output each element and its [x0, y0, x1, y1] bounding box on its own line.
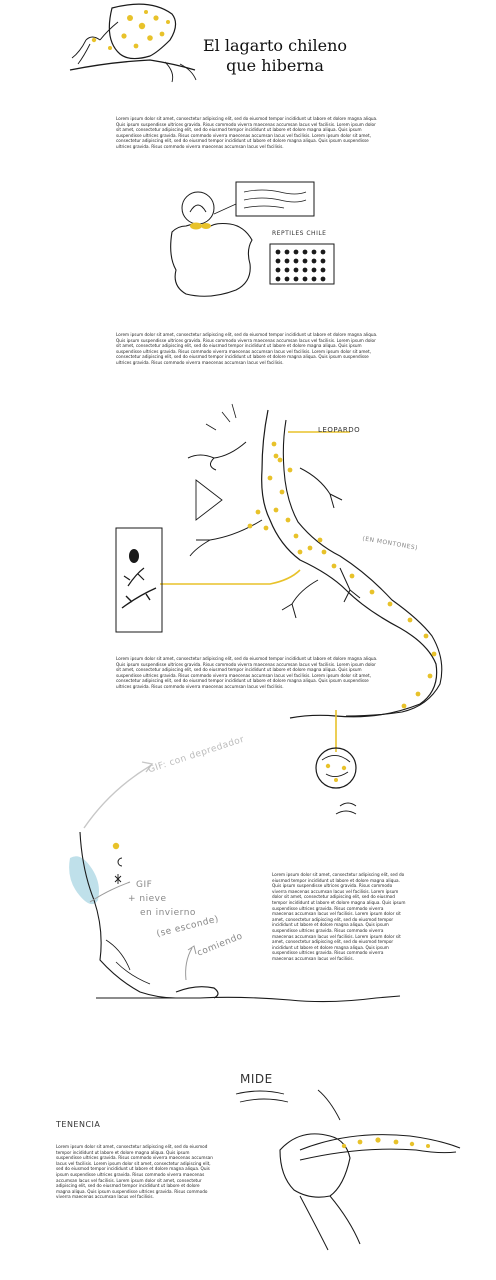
adult-lizard-icon: [121, 587, 157, 609]
lizard-spot: [401, 703, 407, 709]
reptile-dot: [293, 249, 299, 255]
lizard-spot: [387, 601, 393, 607]
invierno-label: en invierno: [140, 908, 196, 918]
lizard-spot: [293, 533, 299, 539]
reptiles-chile-label: REPTILES CHILE: [272, 230, 327, 237]
reptile-dot: [302, 249, 308, 255]
lizard-spots: [247, 441, 437, 709]
lizard-spot: [285, 517, 291, 523]
photo-frame: [115, 527, 163, 633]
sun-icon: [112, 842, 120, 850]
measuring-hand-illustration: [235, 1089, 461, 1251]
lizard-spot: [277, 457, 283, 463]
chile-map-illustration: [170, 181, 335, 297]
third-paragraph: Lorem ipsum dolor sit amet, consectetur …: [116, 656, 378, 689]
reptile-dot: [320, 267, 326, 273]
lizard-spot: [423, 633, 429, 639]
reptile-dot: [293, 258, 299, 264]
tenencia-label: TENENCIA: [56, 1120, 101, 1129]
nieve-label: + nieve: [128, 894, 167, 904]
lizard-spot: [267, 475, 273, 481]
reptile-dot: [284, 249, 290, 255]
lizard-spot: [273, 507, 279, 513]
hibernation-illustration: [69, 761, 401, 1003]
reptile-dot: [302, 267, 308, 273]
reptile-grid-dots: [275, 249, 326, 282]
egg-icon: [129, 549, 139, 563]
fifth-paragraph: Lorem ipsum dolor sit amet, consectetur …: [56, 1144, 213, 1200]
lizard-spot: [407, 617, 413, 623]
lizard-spot: [279, 489, 285, 495]
page-title: El lagarto chileno que hiberna: [190, 36, 360, 76]
lizard-spot: [297, 549, 303, 555]
reptile-dot: [275, 276, 281, 282]
lizard-spot: [287, 467, 293, 473]
reptile-dot: [284, 276, 290, 282]
lizard-spot: [427, 673, 433, 679]
mide-label: MIDE: [240, 1072, 273, 1086]
intro-paragraph: Lorem ipsum dolor sit amet, consectetur …: [116, 116, 378, 149]
lizard-spot: [321, 549, 327, 555]
moon-icon: [117, 857, 123, 867]
reptile-dot: [275, 267, 281, 273]
reptile-dot: [302, 258, 308, 264]
reptile-dot: [311, 249, 317, 255]
snowflake-icon: [114, 874, 122, 884]
title-line-1: El lagarto chileno: [202, 36, 348, 55]
reptile-dot: [320, 258, 326, 264]
reptile-dot: [293, 267, 299, 273]
reptile-dot: [311, 276, 317, 282]
baby-lizard-icon: [123, 567, 145, 587]
lizard-spot: [331, 563, 337, 569]
reptile-dot: [302, 276, 308, 282]
reptile-dot: [275, 258, 281, 264]
reptile-dot: [320, 249, 326, 255]
fourth-paragraph: Lorem ipsum dolor sit amet, consectetur …: [272, 872, 406, 961]
header-lizard-illustration: [69, 3, 197, 83]
reptile-dot: [275, 249, 281, 255]
big-lizard-illustration: [160, 403, 443, 752]
lizard-spot: [255, 509, 261, 515]
reptile-dot: [293, 276, 299, 282]
curled-lizard-icon: [315, 747, 357, 815]
reptile-dot: [311, 267, 317, 273]
second-paragraph: Lorem ipsum dolor sit amet, consectetur …: [116, 332, 378, 365]
lizard-spot: [317, 537, 323, 543]
lizard-spot: [415, 691, 421, 697]
lizard-spot: [431, 651, 437, 657]
lizard-spot: [349, 573, 355, 579]
gif-nieve-label: GIF: [136, 880, 153, 890]
lizard-spot: [247, 523, 253, 529]
reptile-dot: [284, 267, 290, 273]
reptile-dot: [311, 258, 317, 264]
lizard-spot: [369, 589, 375, 595]
reptile-dot: [320, 276, 326, 282]
lizard-spot: [263, 525, 269, 531]
lizard-spot: [307, 545, 313, 551]
leopardo-label: LEOPARDO: [318, 426, 361, 434]
reptile-dot: [284, 258, 290, 264]
lizard-spot: [273, 453, 279, 459]
lizard-spot: [271, 441, 277, 447]
title-line-2: que hiberna: [226, 56, 324, 75]
